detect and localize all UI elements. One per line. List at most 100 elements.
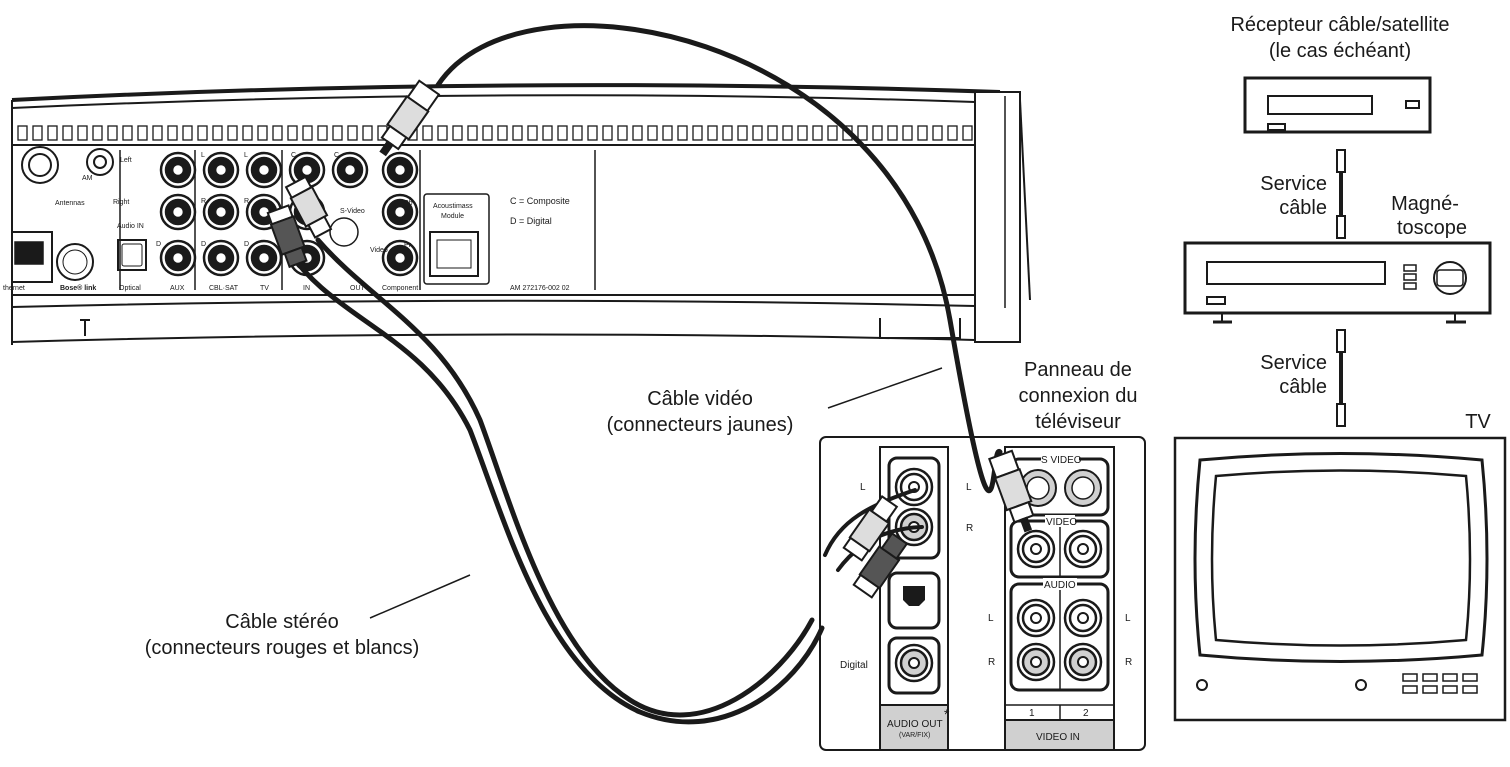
vent-slot: [827, 125, 838, 141]
tv-panel-label-line3: téléviseur: [1035, 411, 1121, 433]
tv-panel-var-fix-label: (VAR/FIX): [899, 732, 930, 739]
console-label-antennas: Antennas: [55, 200, 85, 207]
vent-slot: [242, 125, 253, 141]
vent-slot: [632, 125, 643, 141]
console-label-video-in: IN: [303, 285, 310, 292]
tv-panel-jack-pin: [1030, 543, 1042, 555]
console-jack-pin: [393, 163, 407, 177]
console-jack-pin: [257, 251, 271, 265]
console-label-d1: D: [201, 241, 206, 248]
vent-slot: [77, 125, 88, 141]
console-label-l2: L: [244, 152, 248, 159]
vent-slot: [92, 125, 103, 141]
console-vents: [17, 125, 973, 141]
vent-slot: [932, 125, 943, 141]
tv-label: TV: [1465, 411, 1491, 433]
vent-slot: [47, 125, 58, 141]
receiver-label-line2: (le cas échéant): [1269, 40, 1411, 62]
vent-slot: [767, 125, 778, 141]
console-label-d2: D: [244, 241, 249, 248]
vent-slot: [122, 125, 133, 141]
console-label-l1: L: [201, 152, 205, 159]
stereo-red-plug-tv: [852, 532, 909, 599]
console-label-aux: AUX: [170, 285, 185, 292]
tv-panel-jack-pin: [1030, 656, 1042, 668]
vent-slot: [107, 125, 118, 141]
console-legend-composite: C = Composite: [510, 196, 570, 206]
vent-slot: [917, 125, 928, 141]
service2-label-line2: câble: [1279, 376, 1327, 398]
tv-panel-audio-out-label: AUDIO OUT: [887, 719, 943, 730]
vent-slot: [872, 125, 883, 141]
tv-panel-label-line1: Panneau de: [1024, 359, 1132, 381]
tv-panel-jack-pin: [1077, 543, 1089, 555]
video-plug-console: [379, 79, 441, 157]
vent-slot: [62, 125, 73, 141]
vent-slot: [947, 125, 958, 141]
vent-slot: [662, 125, 673, 141]
video-cable-label-line2: (connecteurs jaunes): [607, 414, 794, 436]
tv-panel-jack-pin: [908, 657, 920, 669]
tv-panel-rca-jacks: [894, 467, 1103, 683]
vent-slot: [137, 125, 148, 141]
vent-slot: [332, 125, 343, 141]
service1-label-line2: câble: [1279, 197, 1327, 219]
vent-slot: [272, 125, 283, 141]
tv-panel-audio-r-right: R: [1125, 657, 1132, 668]
service2-label-line1: Service: [1260, 352, 1327, 374]
vent-slot: [152, 125, 163, 141]
vcr-label-line2: toscope: [1397, 217, 1467, 239]
vent-slot: [32, 125, 43, 141]
console-label-right: Right: [113, 199, 129, 206]
tv-panel-audio-l-right: L: [1125, 613, 1131, 624]
vent-slot: [722, 125, 733, 141]
console-label-cbl-sat: CBL·SAT: [209, 285, 239, 292]
vcr: [1183, 241, 1492, 324]
console-jack-pin: [214, 205, 228, 219]
vent-slot: [527, 125, 538, 141]
receiver-label-line1: Récepteur câble/satellite: [1230, 14, 1449, 36]
console-jack-pin: [171, 205, 185, 219]
vent-slot: [692, 125, 703, 141]
tv-panel-l-left: L: [860, 482, 866, 493]
diagram-labels: Récepteur câble/satellite (le cas échéan…: [145, 14, 1492, 659]
console-jack-pin: [343, 163, 357, 177]
vent-slot: [362, 125, 373, 141]
vent-slot: [587, 125, 598, 141]
console-label-c1: C: [291, 152, 296, 159]
console-label-am: AM: [82, 175, 93, 182]
console-label-video: Video: [370, 247, 388, 254]
console-legend-digital: D = Digital: [510, 216, 552, 226]
console-label-left: Left: [120, 157, 132, 164]
stereo-cable: [282, 237, 924, 725]
vent-slot: [482, 125, 493, 141]
vent-slot: [602, 125, 613, 141]
console-label-optical: Optical: [119, 285, 141, 292]
tv-panel-video-in-label: VIDEO IN: [1036, 732, 1080, 743]
vent-slot: [512, 125, 523, 141]
tv-panel-asterisk: *: [944, 706, 950, 722]
console-label-bose-link: Bose® link: [60, 284, 96, 292]
television: [1173, 436, 1507, 722]
vent-slot: [707, 125, 718, 141]
tv-panel-col-2: 2: [1083, 708, 1089, 719]
console-label-acoustimass-2: Module: [441, 213, 464, 220]
console-serial: AM 272176-002 02: [510, 285, 570, 292]
vent-slot: [347, 125, 358, 141]
vent-slot: [797, 125, 808, 141]
console-label-video-out: OUT: [350, 285, 366, 292]
vent-slot: [887, 125, 898, 141]
cable-sat-receiver: [1243, 76, 1432, 134]
service1-label-line1: Service: [1260, 173, 1327, 195]
stereo-cable-label-line2: (connecteurs rouges et blancs): [145, 637, 420, 659]
console-jack-pin: [171, 251, 185, 265]
vent-slot: [182, 125, 193, 141]
console-label-ethernet: thernet: [3, 285, 25, 292]
vent-slot: [257, 125, 268, 141]
vent-slot: [617, 125, 628, 141]
console-jack-pin: [300, 163, 314, 177]
console-jack-pin: [171, 163, 185, 177]
console-label-tv: TV: [260, 285, 269, 292]
video-cable-label-line1: Câble vidéo: [647, 388, 753, 410]
